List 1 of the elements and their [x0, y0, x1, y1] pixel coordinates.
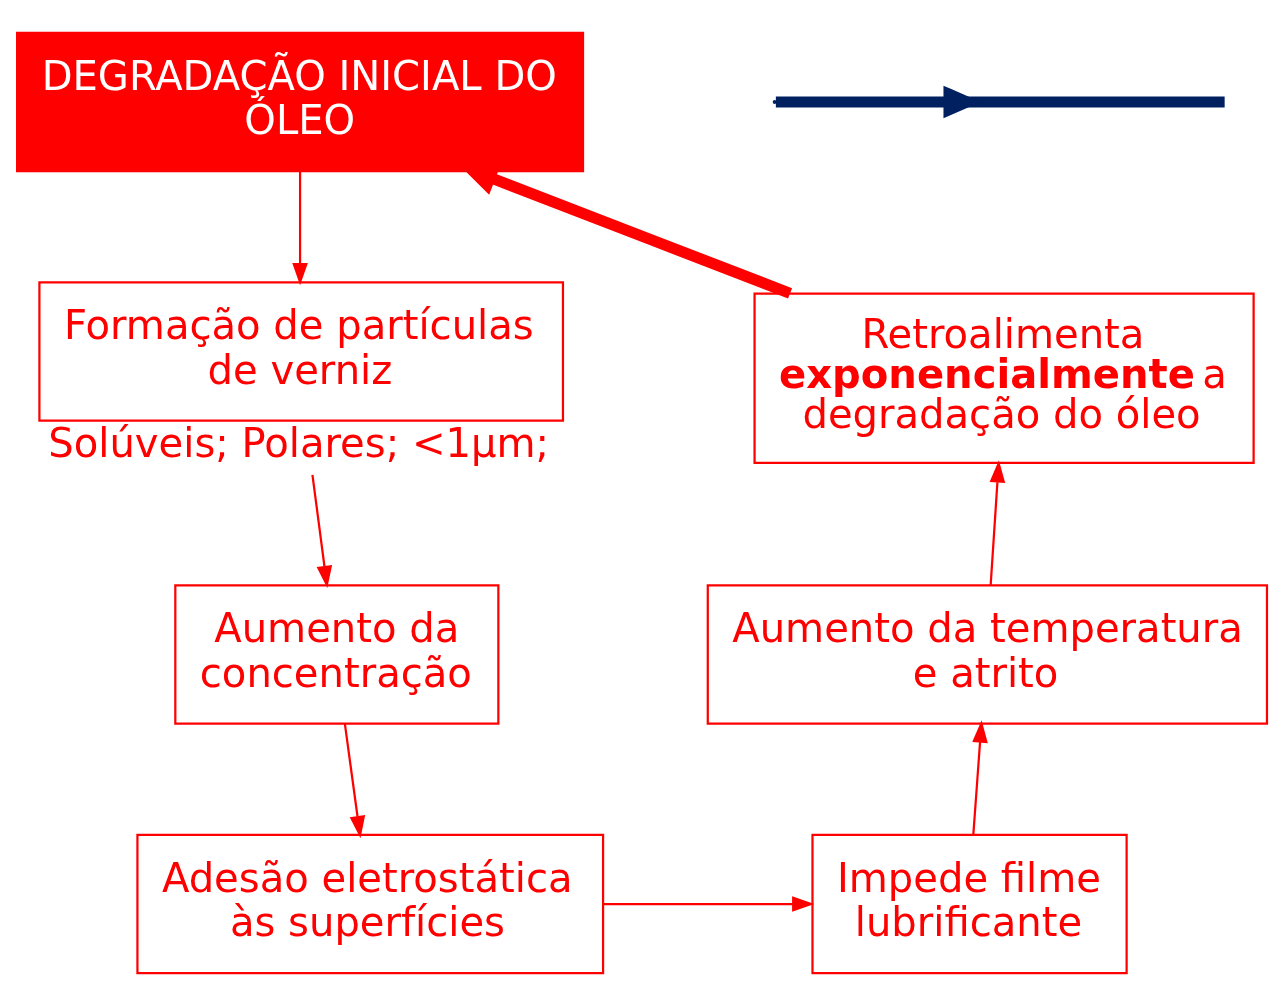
- node-label: Solúveis; Polares; <1µm;: [48, 420, 550, 467]
